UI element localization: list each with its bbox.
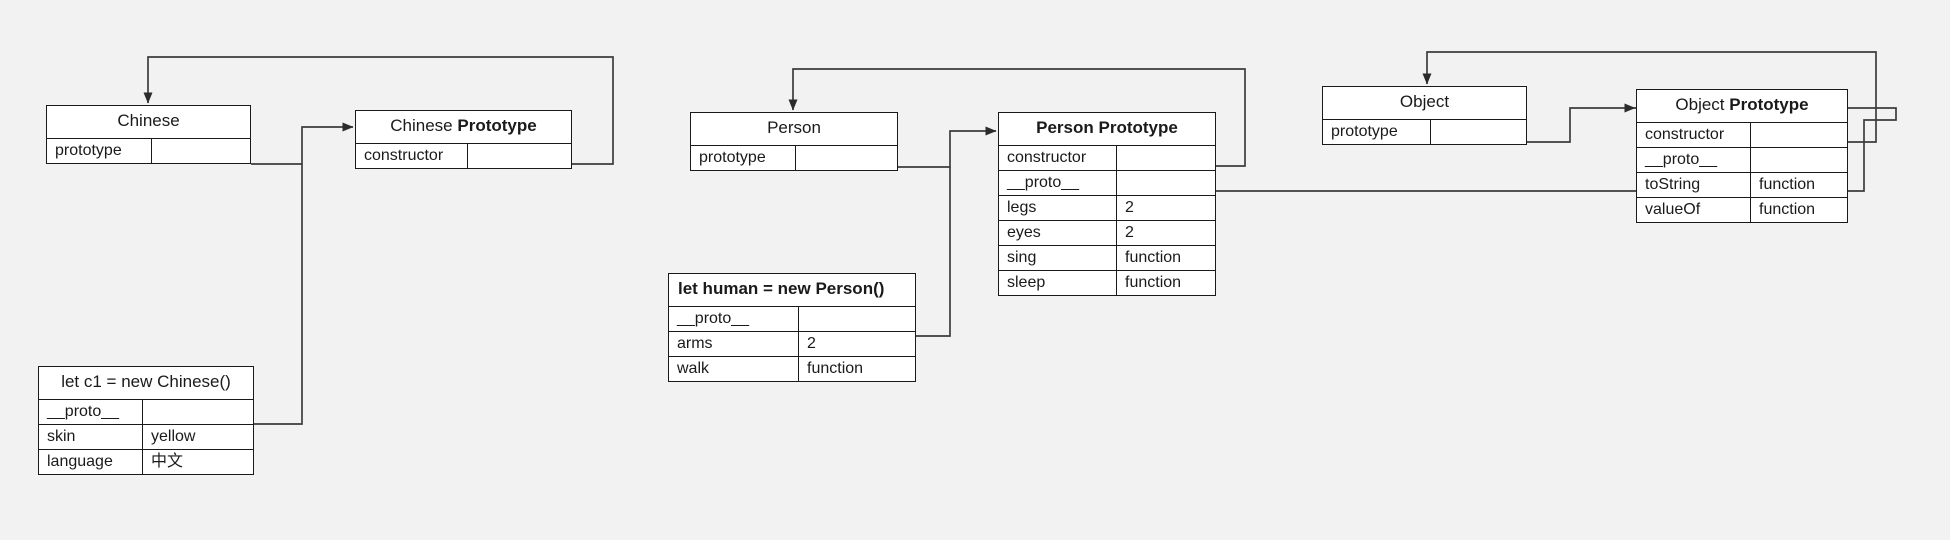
table-row: arms 2	[669, 331, 915, 356]
node-object-prototype[interactable]: Object Prototype constructor __proto__ t…	[1636, 89, 1848, 223]
row-value	[468, 144, 569, 168]
table-row: sing function	[999, 245, 1215, 270]
node-chinese-title: Chinese	[47, 106, 250, 138]
node-object[interactable]: Object prototype	[1322, 86, 1527, 145]
row-key: legs	[999, 196, 1117, 220]
row-value: function	[1759, 176, 1816, 193]
edge-chinese-prototype	[251, 122, 354, 165]
row-key: sing	[999, 246, 1117, 270]
table-row: valueOf function	[1637, 197, 1847, 222]
table-row: constructor	[999, 145, 1215, 170]
node-object-prototype-title: Object Prototype	[1637, 90, 1847, 122]
row-value: 2	[1125, 224, 1134, 241]
row-value: 2	[1125, 199, 1134, 216]
node-person[interactable]: Person prototype	[690, 112, 898, 171]
table-row: prototype	[1323, 119, 1526, 144]
row-value: 中文	[151, 453, 184, 470]
row-key: valueOf	[1637, 198, 1751, 222]
title-bold-text: Prototype	[457, 116, 537, 135]
edge-human-proto	[916, 167, 951, 337]
row-value	[1751, 148, 1845, 172]
table-row: constructor	[356, 143, 571, 168]
row-value: yellow	[151, 428, 196, 445]
node-object-title: Object	[1323, 87, 1526, 119]
node-c1-instance[interactable]: let c1 = new Chinese() __proto__ skin ye…	[38, 366, 254, 475]
table-row: language 中文	[39, 449, 253, 474]
table-row: prototype	[47, 138, 250, 163]
table-row: prototype	[691, 145, 897, 170]
node-human-title: let human = new Person()	[669, 274, 915, 306]
row-key: constructor	[356, 144, 468, 168]
row-key: __proto__	[1637, 148, 1751, 172]
table-row: eyes 2	[999, 220, 1215, 245]
row-key: prototype	[1323, 120, 1431, 144]
node-chinese-prototype-title: Chinese Prototype	[356, 111, 571, 143]
title-plain-text: Object	[1675, 95, 1730, 114]
row-key: constructor	[999, 146, 1117, 170]
node-human-instance[interactable]: let human = new Person() __proto__ arms …	[668, 273, 916, 382]
row-key: __proto__	[669, 307, 799, 331]
node-person-prototype-title: Person Prototype	[999, 113, 1215, 145]
row-key: language	[39, 450, 143, 474]
table-row: sleep function	[999, 270, 1215, 295]
row-value	[1117, 171, 1213, 195]
row-value	[1117, 146, 1213, 170]
row-value: function	[1125, 249, 1182, 266]
row-key: constructor	[1637, 123, 1751, 147]
row-value	[152, 139, 250, 163]
row-key: toString	[1637, 173, 1751, 197]
row-value	[1751, 123, 1845, 147]
table-row: __proto__	[999, 170, 1215, 195]
row-key: prototype	[47, 139, 152, 163]
table-row: toString function	[1637, 172, 1847, 197]
row-key: skin	[39, 425, 143, 449]
edge-person-prototype	[898, 126, 997, 168]
row-value: function	[1125, 274, 1182, 291]
title-bold-text: Prototype	[1729, 95, 1809, 114]
row-value	[796, 146, 895, 170]
table-row: __proto__	[39, 399, 253, 424]
row-key: eyes	[999, 221, 1117, 245]
table-row: legs 2	[999, 195, 1215, 220]
table-row: constructor	[1637, 122, 1847, 147]
node-chinese-prototype[interactable]: Chinese Prototype constructor	[355, 110, 572, 169]
row-value	[1431, 120, 1526, 144]
row-key: sleep	[999, 271, 1117, 295]
edge-object-prototype	[1527, 103, 1636, 143]
node-person-prototype[interactable]: Person Prototype constructor __proto__ l…	[998, 112, 1216, 296]
row-value	[143, 400, 251, 424]
row-value: function	[1759, 201, 1816, 218]
node-c1-title: let c1 = new Chinese()	[39, 367, 253, 399]
row-key: arms	[669, 332, 799, 356]
row-value: function	[807, 360, 864, 377]
row-key: __proto__	[39, 400, 143, 424]
table-row: walk function	[669, 356, 915, 381]
title-plain-text: Chinese	[390, 116, 458, 135]
node-chinese[interactable]: Chinese prototype	[46, 105, 251, 164]
row-key: prototype	[691, 146, 796, 170]
table-row: __proto__	[1637, 147, 1847, 172]
row-value	[799, 307, 913, 331]
row-value: 2	[807, 335, 816, 352]
table-row: skin yellow	[39, 424, 253, 449]
table-row: __proto__	[669, 306, 915, 331]
node-person-title: Person	[691, 113, 897, 145]
edge-c1-proto	[254, 164, 303, 425]
row-key: __proto__	[999, 171, 1117, 195]
row-key: walk	[669, 357, 799, 381]
